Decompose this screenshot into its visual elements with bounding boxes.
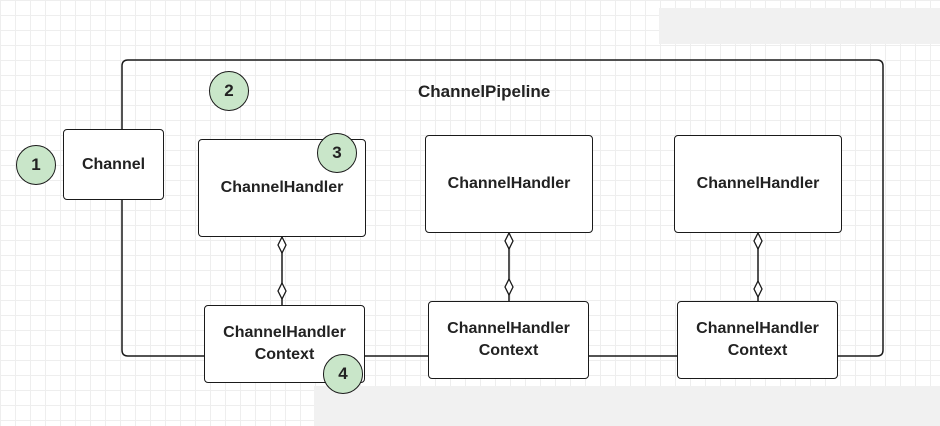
badge-handler: 3 — [317, 133, 357, 173]
context-label-line1: ChannelHandler — [696, 320, 819, 337]
channel-handler-label: ChannelHandler — [220, 179, 344, 196]
badge-pipeline: 2 — [209, 71, 249, 111]
channel-handler-context-box-2: ChannelHandler Context — [428, 301, 589, 379]
channel-handler-box-3: ChannelHandler — [674, 135, 842, 233]
channel-handler-context-box-3: ChannelHandler Context — [677, 301, 838, 379]
channel-handler-box-2: ChannelHandler — [425, 135, 593, 233]
pipeline-title: ChannelPipeline — [418, 82, 551, 101]
context-label: ChannelHandler Context — [223, 322, 346, 366]
context-label: ChannelHandler Context — [447, 318, 570, 362]
context-label-line2: Context — [478, 342, 539, 359]
context-label-line2: Context — [727, 342, 788, 359]
context-label: ChannelHandler Context — [696, 318, 819, 362]
aggregation-diamond-bottom-3 — [753, 279, 763, 299]
aggregation-diamond-bottom-2 — [504, 277, 514, 297]
channel-handler-label: ChannelHandler — [696, 175, 820, 192]
aggregation-diamond-top-2 — [504, 231, 514, 251]
bottom-shaded-area — [314, 386, 940, 426]
top-right-shaded-area — [659, 8, 940, 44]
channel-handler-label: ChannelHandler — [447, 175, 571, 192]
context-label-line1: ChannelHandler — [223, 324, 346, 341]
context-label-line1: ChannelHandler — [447, 320, 570, 337]
pipeline-outline — [121, 59, 884, 357]
aggregation-diamond-top-1 — [277, 235, 287, 255]
channel-box: Channel — [63, 129, 164, 200]
aggregation-diamond-top-3 — [753, 231, 763, 251]
badge-channel: 1 — [16, 145, 56, 185]
channel-label: Channel — [81, 155, 146, 173]
aggregation-diamond-bottom-1 — [277, 281, 287, 301]
badge-context: 4 — [323, 354, 363, 394]
context-label-line2: Context — [254, 346, 315, 363]
